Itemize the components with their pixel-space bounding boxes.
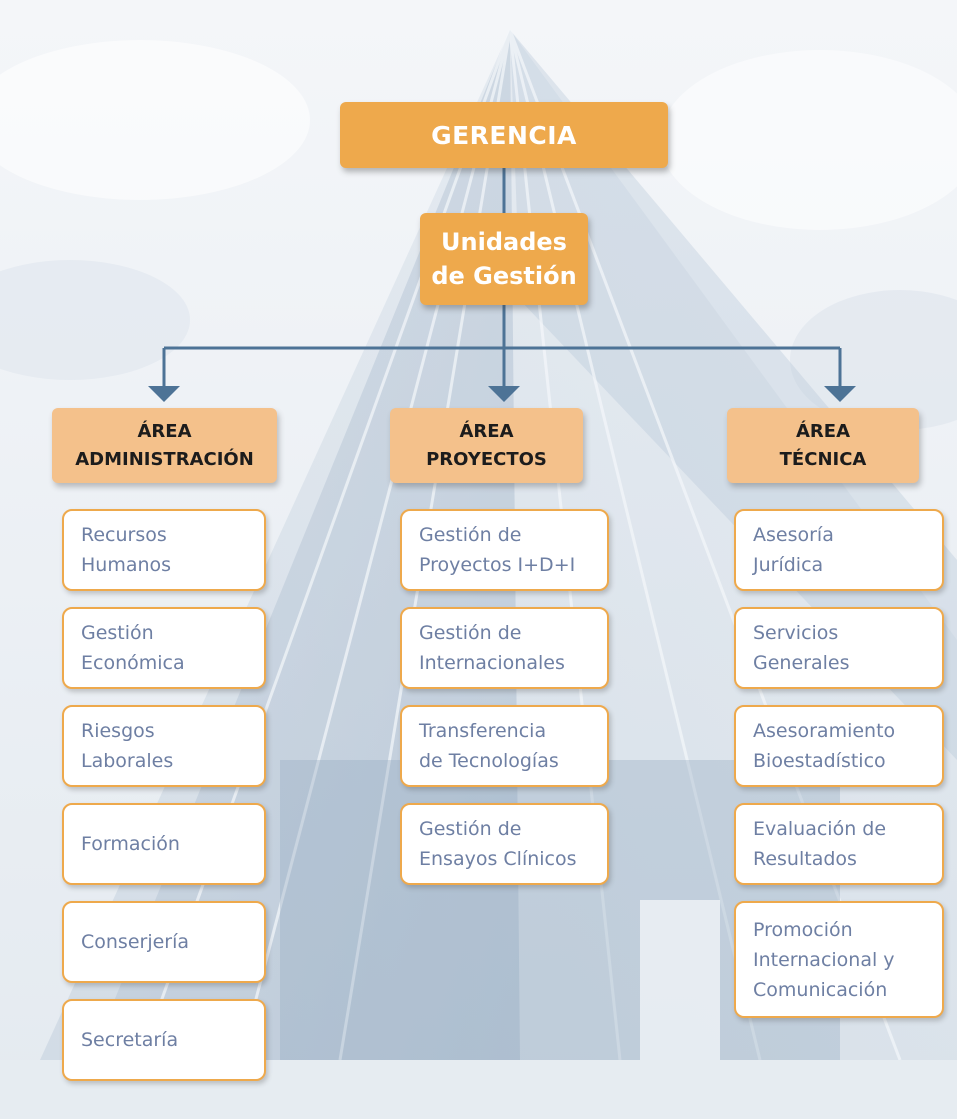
unit-box-promocion-comunicacion: Promoción Internacional y Comunicación bbox=[734, 901, 944, 1018]
area-administracion-header: ÁREA ADMINISTRACIÓN bbox=[52, 408, 277, 483]
unit-label-line: Resultados bbox=[753, 848, 857, 870]
area-proyectos-header: ÁREA PROYECTOS bbox=[390, 408, 583, 483]
unit-box-secretaria: Secretaría bbox=[62, 999, 266, 1081]
unit-label-line: Internacional y bbox=[753, 948, 895, 971]
unit-box-gestion-proyectos: Gestión de Proyectos I+D+I bbox=[400, 509, 609, 591]
arrow-down-icon bbox=[148, 386, 180, 402]
unidades-label-line1: Unidades bbox=[441, 228, 567, 256]
unit-label-line: Generales bbox=[753, 652, 850, 674]
arrow-down-icon bbox=[824, 386, 856, 402]
arrow-down-icon bbox=[488, 386, 520, 402]
unidades-label-line2: de Gestión bbox=[431, 262, 577, 290]
unit-label-line: Gestión de bbox=[419, 622, 522, 644]
area-label-line2: PROYECTOS bbox=[426, 448, 547, 470]
unit-box-evaluacion-resultados: Evaluación de Resultados bbox=[734, 803, 944, 885]
unit-box-ensayos-clinicos: Gestión de Ensayos Clínicos bbox=[400, 803, 609, 885]
unit-box-asesoria-juridica: Asesoría Jurídica bbox=[734, 509, 944, 591]
unit-label-line: Servicios bbox=[753, 622, 839, 644]
gerencia-label: GERENCIA bbox=[431, 120, 577, 150]
unit-box-gestion-economica: Gestión Económica bbox=[62, 607, 266, 689]
unit-label-line: Promoción bbox=[753, 918, 853, 941]
unit-label-line: Gestión bbox=[81, 622, 154, 644]
unit-label-line: Económica bbox=[81, 652, 185, 674]
unit-label-line: Comunicación bbox=[753, 978, 888, 1001]
unit-box-riesgos-laborales: Riesgos Laborales bbox=[62, 705, 266, 787]
unit-label-line: Ensayos Clínicos bbox=[419, 848, 577, 870]
area-label-line2: ADMINISTRACIÓN bbox=[75, 448, 254, 470]
unit-label-line: Gestión de bbox=[419, 524, 522, 546]
unit-label-line: Internacionales bbox=[419, 652, 565, 674]
area-label-line1: ÁREA bbox=[137, 420, 192, 442]
unit-label-line: Transferencia bbox=[419, 720, 547, 742]
unit-label-line: Conserjería bbox=[81, 931, 190, 953]
unidades-de-gestion-box: Unidades de Gestión bbox=[420, 213, 588, 305]
unit-label-line: Recursos bbox=[81, 524, 167, 546]
unit-label-line: Evaluación de bbox=[753, 818, 887, 840]
unit-box-asesoramiento-bioestadistico: Asesoramiento Bioestadístico bbox=[734, 705, 944, 787]
unit-label-line: Gestión de bbox=[419, 818, 522, 840]
unit-box-recursos-humanos: Recursos Humanos bbox=[62, 509, 266, 591]
unit-label-line: de Tecnologías bbox=[419, 750, 559, 772]
unit-box-servicios-generales: Servicios Generales bbox=[734, 607, 944, 689]
area-label-line2: TÉCNICA bbox=[779, 448, 867, 470]
unit-label-line: Humanos bbox=[81, 554, 172, 576]
unit-label-line: Laborales bbox=[81, 750, 174, 772]
unit-label-line: Formación bbox=[81, 833, 180, 855]
unit-box-gestion-internacionales: Gestión de Internacionales bbox=[400, 607, 609, 689]
gerencia-box: GERENCIA bbox=[340, 102, 668, 168]
unit-box-conserjeria: Conserjería bbox=[62, 901, 266, 983]
unit-label-line: Asesoría bbox=[753, 524, 834, 546]
area-tecnica-header: ÁREA TÉCNICA bbox=[727, 408, 919, 483]
unit-label-line: Bioestadístico bbox=[753, 750, 886, 772]
unit-label-line: Secretaría bbox=[81, 1029, 179, 1051]
unit-label-line: Proyectos I+D+I bbox=[419, 554, 576, 576]
unit-label-line: Asesoramiento bbox=[753, 720, 896, 742]
area-label-line1: ÁREA bbox=[459, 420, 514, 442]
unit-box-formacion: Formación bbox=[62, 803, 266, 885]
unit-label-line: Jurídica bbox=[753, 554, 824, 576]
unit-label-line: Riesgos bbox=[81, 720, 155, 742]
unit-box-transferencia-tecnologias: Transferencia de Tecnologías bbox=[400, 705, 609, 787]
area-label-line1: ÁREA bbox=[795, 420, 851, 442]
